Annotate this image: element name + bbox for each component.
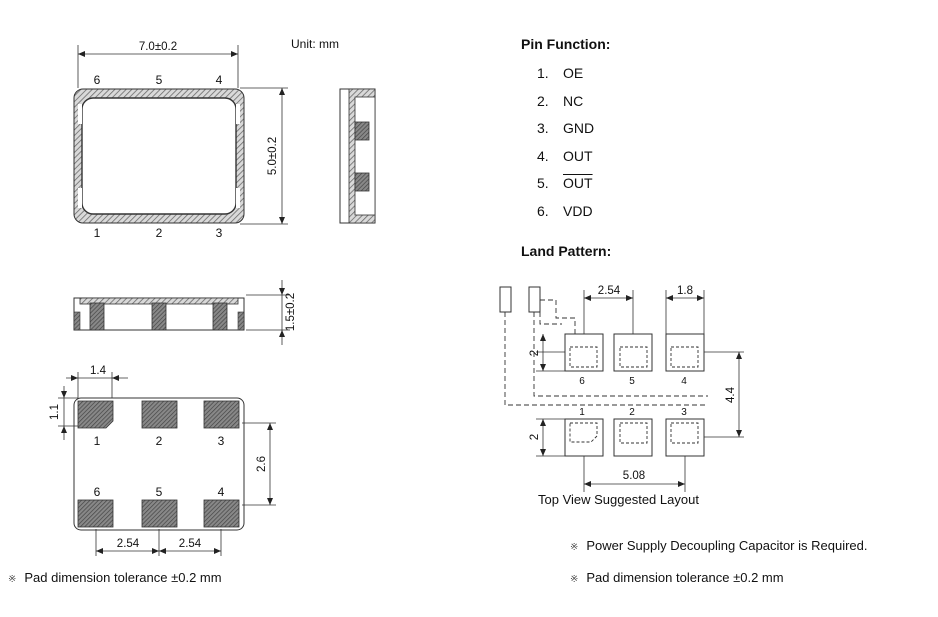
land-pitch-dim: 2.54 xyxy=(598,285,621,297)
top-pin-3: 3 xyxy=(216,226,223,240)
land-pad-height-dim-bottom: 2 xyxy=(529,434,541,440)
pin-function-item: 1.OE xyxy=(537,65,584,81)
pad-tolerance-note-right: ※Pad dimension tolerance ±0.2 mm xyxy=(570,570,784,585)
unit-label: Unit: mm xyxy=(291,37,339,51)
land-pin-4: 4 xyxy=(681,376,687,387)
bottom-pin-1: 1 xyxy=(94,434,101,448)
bottom-pin-6: 6 xyxy=(94,485,101,499)
pad-tolerance-note-left: ※Pad dimension tolerance ±0.2 mm xyxy=(8,570,222,585)
top-pin-5: 5 xyxy=(156,73,163,87)
bottom-pad-2 xyxy=(141,400,178,429)
row-spacing-dim: 2.6 xyxy=(256,456,268,472)
land-pattern: 6 5 4 1 2 3 2.54 1.8 2 2 4.4 xyxy=(499,285,744,492)
land-pin-6: 6 xyxy=(579,376,585,387)
package-lid xyxy=(81,97,237,215)
pin-function-item: 6.VDD xyxy=(537,202,593,219)
land-pattern-caption: Top View Suggested Layout xyxy=(538,492,699,507)
decoupling-note: ※Power Supply Decoupling Capacitor is Re… xyxy=(570,538,868,553)
bottom-pad-6 xyxy=(77,499,114,528)
pin-function-list: 1.OE 2.NC 3.GND 4.OUT 5.OUT 6.VDD xyxy=(537,60,594,225)
side-height-dim: 1.5±0.2 xyxy=(285,293,297,331)
land-pattern-heading: Land Pattern: xyxy=(521,243,612,259)
pin-function-item: 2.NC xyxy=(537,92,584,109)
land-span-dim: 5.08 xyxy=(623,470,645,482)
land-pin-1: 1 xyxy=(579,407,585,418)
pad-width-dim: 1.4 xyxy=(90,365,107,377)
pin-function-item: 4.OUT xyxy=(537,147,593,164)
bottom-pad-4 xyxy=(203,499,240,528)
top-pin-1: 1 xyxy=(94,226,101,240)
top-pin-2: 2 xyxy=(156,226,163,240)
bottom-pin-4: 4 xyxy=(218,485,225,499)
end-view xyxy=(339,88,376,224)
capacitor-pad-a xyxy=(499,286,512,313)
land-pin-3: 3 xyxy=(681,407,687,418)
side-view: 1.5±0.2 xyxy=(73,280,297,345)
land-pad-width-dim: 1.8 xyxy=(677,285,693,297)
land-pad-1 xyxy=(564,418,604,457)
top-height-dim: 5.0±0.2 xyxy=(267,137,279,175)
bottom-pin-3: 3 xyxy=(218,434,225,448)
note-mark-icon: ※ xyxy=(570,574,579,585)
pitch-dim-left: 2.54 xyxy=(117,538,140,550)
capacitor-pad-b xyxy=(528,286,541,313)
bottom-pin-2: 2 xyxy=(156,434,163,448)
note-mark-icon: ※ xyxy=(8,574,17,585)
top-pin-6: 6 xyxy=(94,73,101,87)
pin-function-item: 5.OUT xyxy=(537,175,593,191)
bottom-pad-1 xyxy=(77,400,114,429)
land-row-spacing-dim: 4.4 xyxy=(725,386,737,403)
land-pad-height-dim-top: 2 xyxy=(529,350,541,356)
pad-height-dim: 1.1 xyxy=(49,404,61,420)
pin-function-heading: Pin Function: xyxy=(521,36,611,52)
land-pin-2: 2 xyxy=(629,407,635,418)
note-mark-icon: ※ xyxy=(570,542,579,553)
bottom-pad-3 xyxy=(203,400,240,429)
bottom-pin-5: 5 xyxy=(156,485,163,499)
top-view: 7.0±0.2 5.0±0.2 6 5 4 1 2 3 xyxy=(73,41,288,240)
top-width-dim: 7.0±0.2 xyxy=(139,41,177,53)
pitch-dim-right: 2.54 xyxy=(179,538,202,550)
pin-function-item: 3.GND xyxy=(537,120,595,136)
bottom-pad-5 xyxy=(141,499,178,528)
top-pin-4: 4 xyxy=(216,73,223,87)
land-pin-5: 5 xyxy=(629,376,635,387)
bottom-view: 1.4 1.1 1 2 3 6 5 4 2.6 2.54 2.54 xyxy=(49,365,276,556)
